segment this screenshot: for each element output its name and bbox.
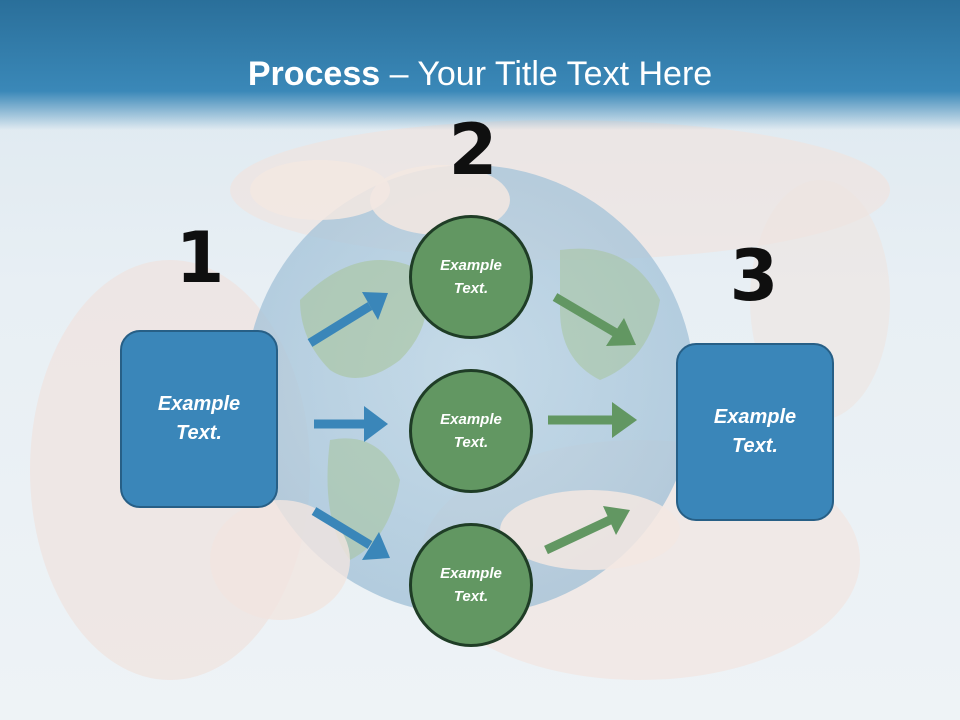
process-box-left: Example Text. [120, 330, 278, 508]
step-number-3: 3 [729, 235, 779, 317]
title-bar [0, 0, 960, 130]
title-bold: Process [247, 55, 381, 93]
step-number-1: 1 [175, 217, 225, 299]
process-box-right: Example Text. [676, 343, 834, 521]
arrow-green-up [544, 506, 630, 555]
process-circle-middle: Example Text. [409, 369, 533, 493]
process-box-right-text: Example Text. [713, 406, 797, 457]
arrow-blue-down [311, 507, 390, 560]
arrow-blue-up [307, 292, 388, 347]
slide-title: Process – Your Title Text Here [0, 52, 960, 96]
process-circle-middle-text: Example Text. [440, 411, 502, 451]
process-circle-top: Example Text. [409, 215, 533, 339]
process-box-left-text: Example Text. [157, 393, 241, 444]
title-rest: – Your Title Text Here [380, 55, 713, 93]
process-circle-top-text: Example Text. [440, 257, 502, 297]
arrow-blue-right [314, 406, 388, 442]
process-circle-bottom-text: Example Text. [440, 565, 502, 605]
step-number-2: 2 [448, 109, 498, 191]
arrow-green-down [552, 293, 636, 346]
arrow-green-right [548, 402, 637, 438]
process-circle-bottom: Example Text. [409, 523, 533, 647]
